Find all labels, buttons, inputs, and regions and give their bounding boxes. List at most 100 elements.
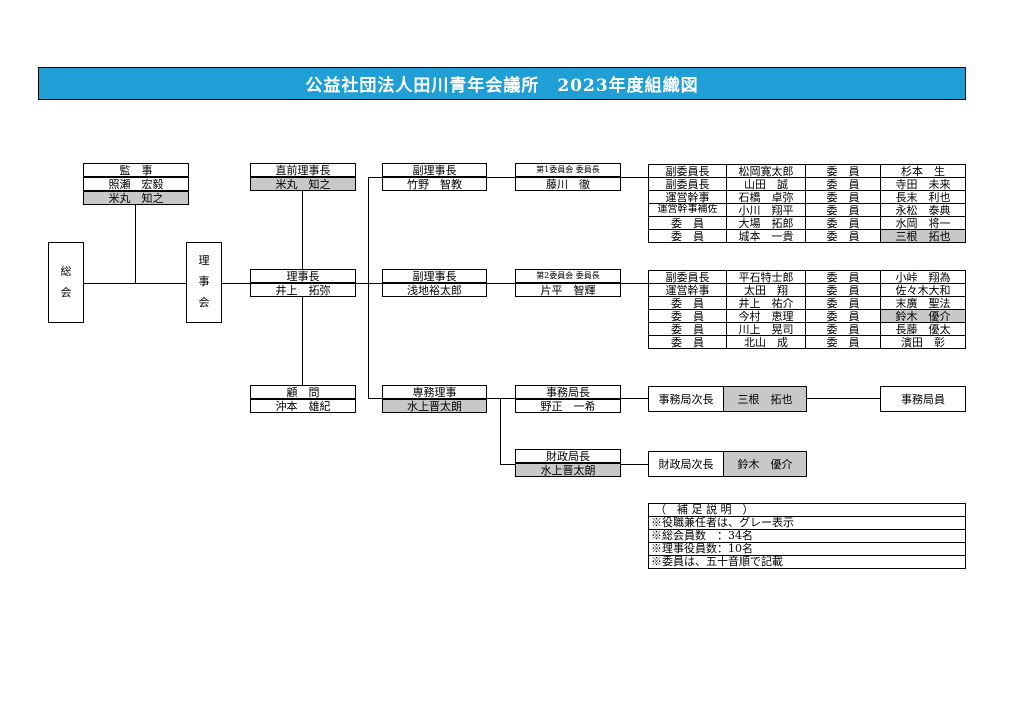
connector-line xyxy=(620,398,648,399)
kanji-name: 照瀬 宏毅 xyxy=(83,177,189,191)
jimukyokuin-box: 事務局員 xyxy=(880,386,966,412)
member-name: 川上 晃司 xyxy=(726,322,806,336)
member-role: 委 員 xyxy=(648,309,727,323)
senmu-label: 専務理事 xyxy=(382,385,487,399)
member-role: 委 員 xyxy=(648,335,727,349)
member-name: 北山 成 xyxy=(726,335,806,349)
member-name: 長藤 優太 xyxy=(880,322,966,336)
connector-line xyxy=(620,177,648,178)
member-name: 佐々木大和 xyxy=(880,283,966,297)
fukurijicho2-label: 副理事長 xyxy=(382,269,487,283)
jimukyoku-jicho-name: 三根 拓也 xyxy=(723,386,807,412)
komon-name: 沖本 雄紀 xyxy=(250,399,356,413)
member-role: 委 員 xyxy=(805,216,881,230)
connector-line xyxy=(368,177,382,178)
page-title: 公益社団法人田川青年会議所 2023年度組織図 xyxy=(38,67,966,100)
member-role: 運営幹事 xyxy=(648,190,727,204)
member-name: 水岡 将一 xyxy=(880,216,966,230)
zaiseikyokucho-label: 財政局長 xyxy=(515,449,621,463)
soukai-char: 総 xyxy=(60,264,72,278)
member-role: 運営幹事補佐 xyxy=(648,203,727,217)
connector-line xyxy=(620,464,648,465)
member-role: 委 員 xyxy=(805,270,881,284)
member-name: 山田 誠 xyxy=(726,177,806,191)
member-name: 三根 拓也 xyxy=(880,229,966,243)
jimukyokucho-name: 野正 一希 xyxy=(515,399,621,413)
committee2-head-name: 片平 智輝 xyxy=(515,283,621,297)
connector-line xyxy=(500,464,516,465)
member-role: 委 員 xyxy=(805,177,881,191)
member-role: 運営幹事 xyxy=(648,283,727,297)
rijikai-char: 理 xyxy=(198,254,210,268)
connector-line xyxy=(486,177,516,178)
connector-line xyxy=(368,398,382,399)
rijicho-name: 井上 拓弥 xyxy=(250,283,356,297)
member-name: 寺田 未来 xyxy=(880,177,966,191)
rijikai-char: 事 xyxy=(198,275,210,289)
connector-line xyxy=(486,283,516,284)
member-role: 副委員長 xyxy=(648,177,727,191)
member-name: 太田 翔 xyxy=(726,283,806,297)
member-name: 末廣 聖法 xyxy=(880,296,966,310)
member-name: 井上 祐介 xyxy=(726,296,806,310)
chokuzen-label: 直前理事長 xyxy=(250,163,356,177)
connector-line xyxy=(500,398,501,464)
kanji-name: 米丸 知之 xyxy=(83,191,189,205)
member-role: 委 員 xyxy=(648,322,727,336)
connector-line xyxy=(135,204,136,283)
jimukyoku-jicho-label: 事務局次長 xyxy=(648,386,724,412)
member-name: 鈴木 優介 xyxy=(880,309,966,323)
connector-line xyxy=(368,177,369,399)
member-name: 小峠 翔為 xyxy=(880,270,966,284)
member-name: 永松 泰典 xyxy=(880,203,966,217)
member-role: 委 員 xyxy=(805,283,881,297)
kanji-label: 監 事 xyxy=(83,163,189,177)
rijicho-label: 理事長 xyxy=(250,269,356,283)
note-line: ※委員は、五十音順で記載 xyxy=(651,555,783,568)
member-name: 今村 恵理 xyxy=(726,309,806,323)
rijikai-box: 理 事 会 xyxy=(186,242,222,323)
member-name: 松岡寛太郎 xyxy=(726,164,806,178)
member-name: 大場 拓郎 xyxy=(726,216,806,230)
notes-box: （ 補 足 説 明 ） ※役職兼任者は、グレー表示 ※総会員数 ：34名 ※理事… xyxy=(648,503,966,569)
member-name: 平石特士郎 xyxy=(726,270,806,284)
member-role: 委 員 xyxy=(648,216,727,230)
komon-label: 顧 問 xyxy=(250,385,356,399)
member-name: 濱田 彰 xyxy=(880,335,966,349)
member-role: 副委員長 xyxy=(648,270,727,284)
senmu-name: 水上晋太朗 xyxy=(382,399,487,413)
member-role: 委 員 xyxy=(805,309,881,323)
note-line: ※理事役員数：10名 xyxy=(649,543,965,556)
soukai-char: 会 xyxy=(60,285,72,299)
connector-line xyxy=(83,283,187,284)
committee1-head-label: 第1委員会 委員長 xyxy=(515,163,621,177)
connector-line xyxy=(221,283,251,284)
member-role: 委 員 xyxy=(805,322,881,336)
member-role: 副委員長 xyxy=(648,164,727,178)
connector-line xyxy=(486,398,516,399)
zaiseikyokucho-name: 水上晋太朗 xyxy=(515,463,621,477)
fukurijicho1-name: 竹野 智教 xyxy=(382,177,487,191)
member-name: 城本 一貴 xyxy=(726,229,806,243)
chokuzen-name: 米丸 知之 xyxy=(250,177,356,191)
jimukyokucho-label: 事務局長 xyxy=(515,385,621,399)
fukurijicho2-name: 浅地裕太郎 xyxy=(382,283,487,297)
fukurijicho1-label: 副理事長 xyxy=(382,163,487,177)
committee1-head-name: 藤川 徹 xyxy=(515,177,621,191)
member-name: 石橋 卓弥 xyxy=(726,190,806,204)
member-role: 委 員 xyxy=(805,203,881,217)
member-role: 委 員 xyxy=(805,190,881,204)
member-role: 委 員 xyxy=(805,335,881,349)
soukai-box: 総 会 xyxy=(48,242,84,323)
member-role: 委 員 xyxy=(648,296,727,310)
member-role: 委 員 xyxy=(805,296,881,310)
note-line: ※役職兼任者は、グレー表示 xyxy=(649,517,965,530)
member-role: 委 員 xyxy=(805,229,881,243)
member-name: 小川 翔平 xyxy=(726,203,806,217)
member-role: 委 員 xyxy=(648,229,727,243)
member-name: 杉本 生 xyxy=(880,164,966,178)
connector-line xyxy=(806,398,880,399)
zaisei-jicho-name: 鈴木 優介 xyxy=(723,451,807,477)
note-line: ※総会員数 ：34名 xyxy=(649,530,965,543)
member-role: 委 員 xyxy=(805,164,881,178)
